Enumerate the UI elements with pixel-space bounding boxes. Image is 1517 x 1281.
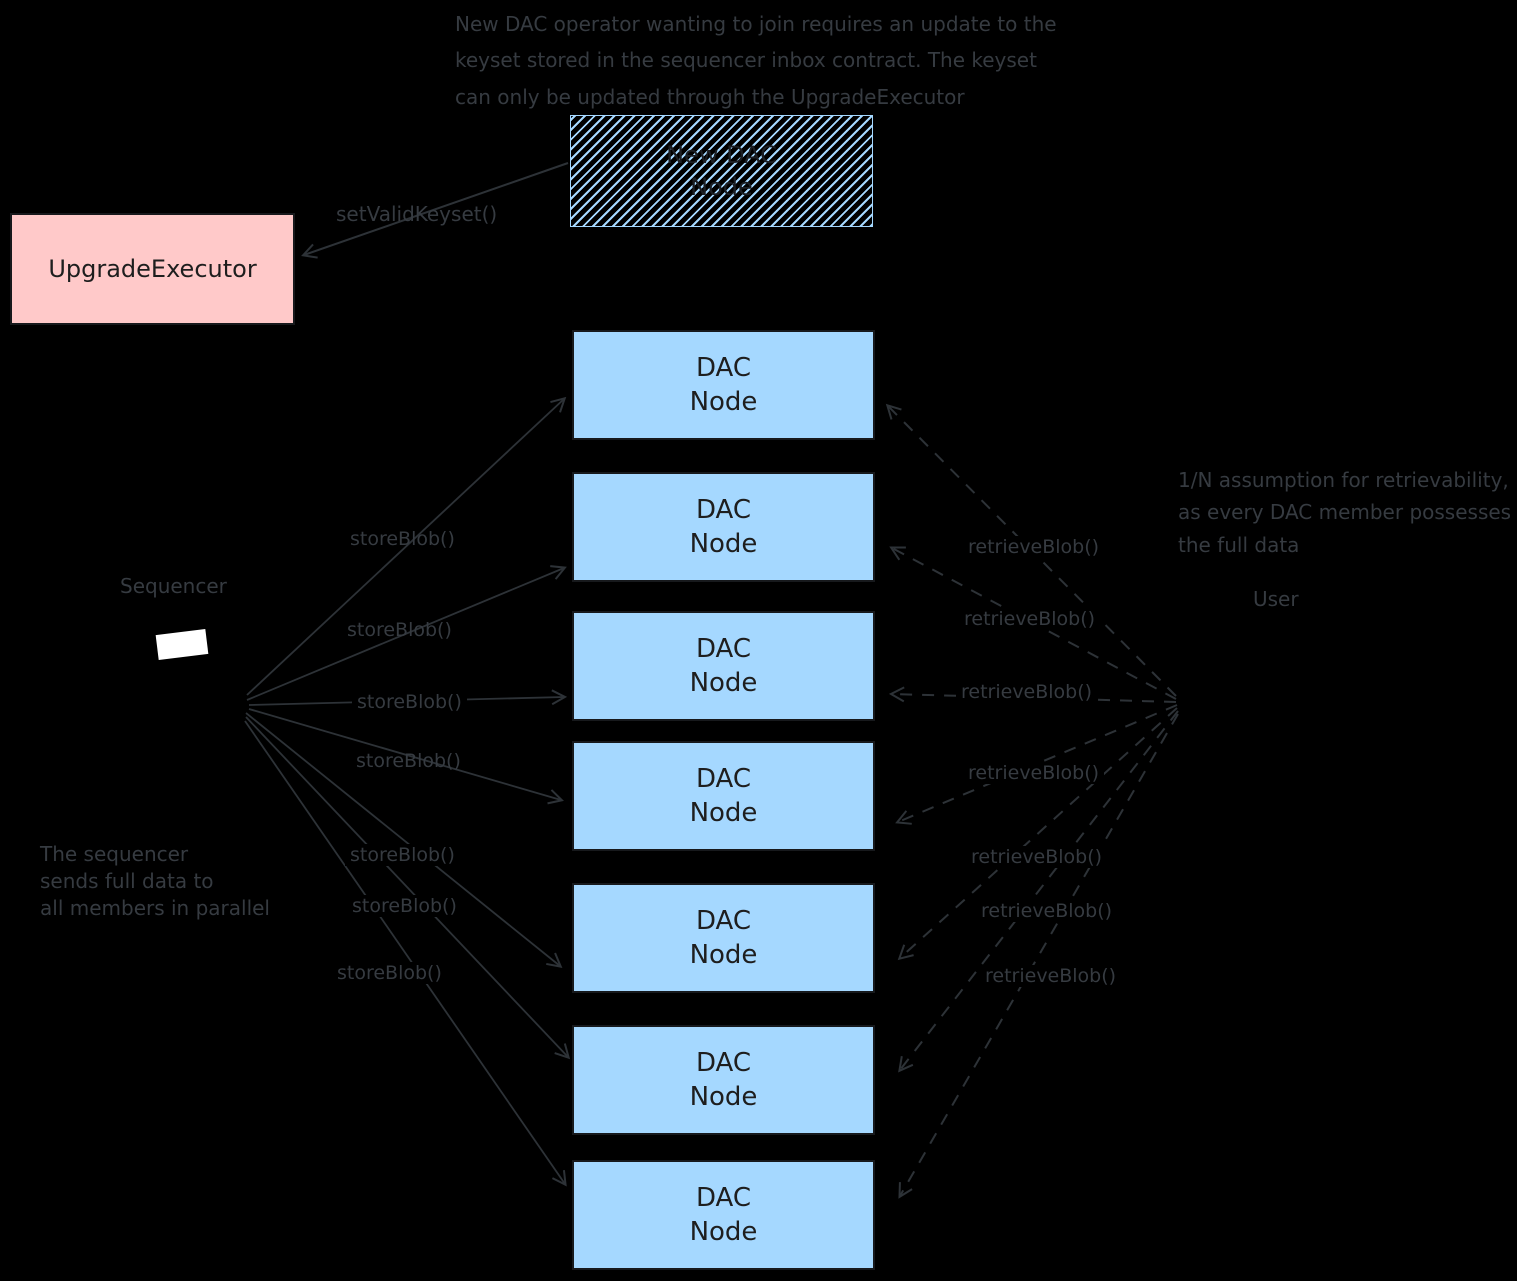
store-blob-label-1: storeBlob() <box>350 528 455 550</box>
retrieve-blob-label-6: retrieveBlob() <box>976 900 1118 922</box>
dac-node-box-7: DAC Node <box>572 1160 875 1270</box>
store-blob-arrow-2 <box>246 565 567 701</box>
store-blob-label-6: storeBlob() <box>347 895 462 917</box>
new-dac-node-box: New DAC Node <box>570 115 873 227</box>
retrieve-blob-arrow-5 <box>897 707 1178 961</box>
retrieve-blob-label-7: retrieveBlob() <box>980 965 1122 987</box>
dac-node-box-3: DAC Node <box>572 611 875 721</box>
dac-node-box-1: DAC Node <box>572 330 875 440</box>
upgrade-executor-box: UpgradeExecutor <box>10 213 295 325</box>
store-blob-arrow-5 <box>245 712 563 968</box>
retrieve-blob-arrow-7 <box>898 713 1179 1199</box>
store-blob-label-7: storeBlob() <box>332 962 447 984</box>
store-blob-label-4: storeBlob() <box>356 750 461 772</box>
store-blob-label-2: storeBlob() <box>347 619 452 641</box>
retrievability-note: 1/N assumption for retrievability, as ev… <box>1178 468 1512 557</box>
set-valid-keyset-label: setValidKeyset() <box>336 202 498 226</box>
store-blob-arrow-6 <box>245 716 571 1060</box>
store-blob-label-5: storeBlob() <box>345 844 460 866</box>
sequencer-label: Sequencer <box>120 574 227 598</box>
dac-node-box-5: DAC Node <box>572 883 875 993</box>
retrieve-blob-label-3: retrieveBlob() <box>956 681 1098 703</box>
store-blob-arrow-4 <box>248 708 564 805</box>
retrieve-blob-arrows <box>885 403 1179 1199</box>
retrieve-blob-arrow-6 <box>898 710 1179 1073</box>
retrieve-blob-label-1: retrieveBlob() <box>963 536 1105 558</box>
retrieve-blob-arrow-4 <box>895 704 1178 825</box>
retrieve-blob-label-2: retrieveBlob() <box>959 608 1101 630</box>
retrieve-blob-label-4: retrieveBlob() <box>963 762 1105 784</box>
dac-node-box-6: DAC Node <box>572 1025 875 1135</box>
user-label: User <box>1253 587 1299 611</box>
store-blob-arrows <box>244 396 571 1187</box>
retrieve-blob-label-5: retrieveBlob() <box>966 846 1108 868</box>
store-blob-arrow-1 <box>246 396 567 696</box>
keyset-update-note: New DAC operator wanting to join require… <box>455 12 1057 109</box>
dac-node-box-2: DAC Node <box>572 472 875 582</box>
parallel-send-note: The sequencer sends full data to all mem… <box>40 842 270 921</box>
store-blob-label-3: storeBlob() <box>352 691 467 713</box>
dac-node-box-4: DAC Node <box>572 741 875 851</box>
set-valid-keyset-arrow <box>301 162 569 259</box>
store-blob-arrow-7 <box>244 720 567 1187</box>
